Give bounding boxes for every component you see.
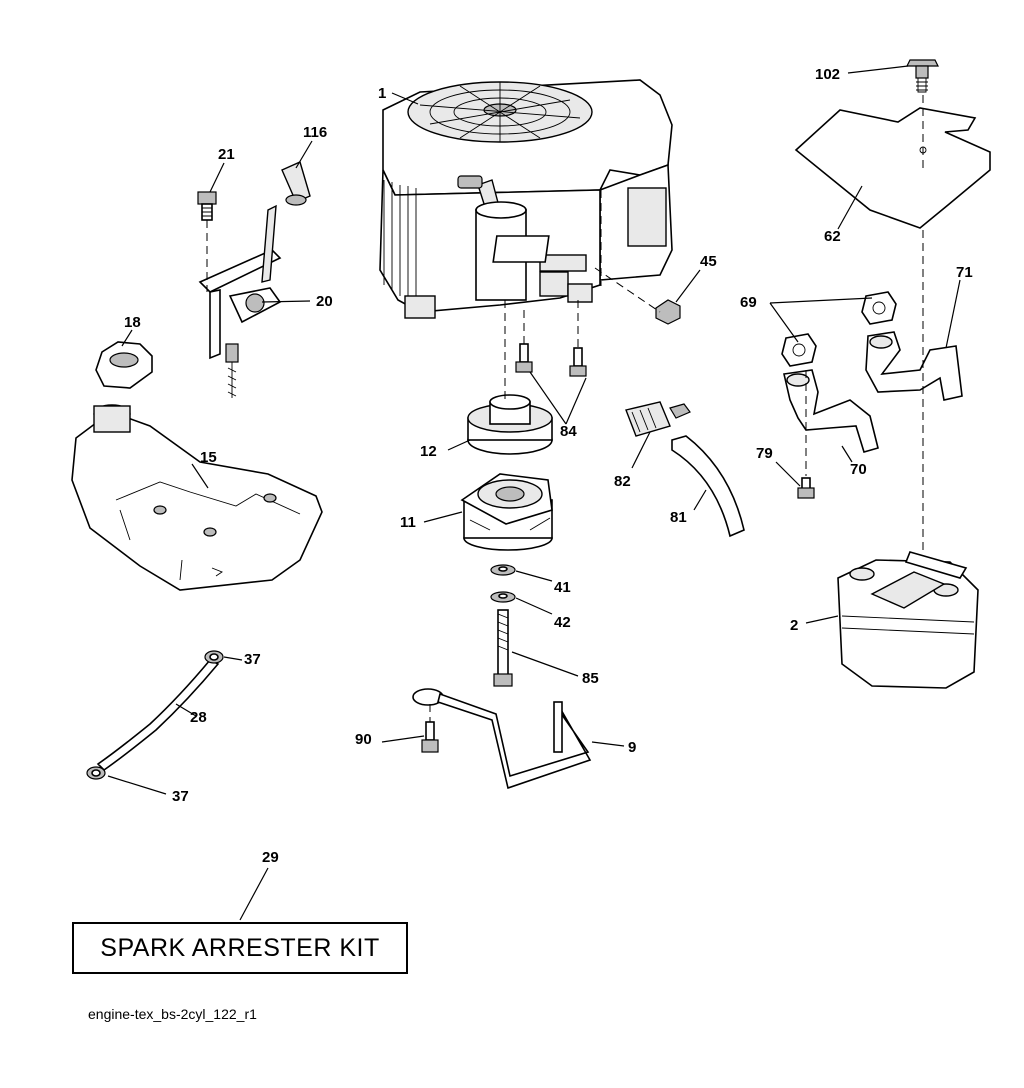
fuel-cap-18	[95, 341, 153, 389]
callout-37-top: 37	[244, 651, 261, 668]
bolt-79	[797, 477, 815, 499]
callout-79: 79	[756, 445, 773, 462]
bolt-90	[421, 721, 439, 753]
knob-116	[281, 161, 311, 206]
callout-70: 70	[850, 461, 867, 478]
callout-82: 82	[614, 473, 631, 490]
spark-arrester-kit-label: SPARK ARRESTER KIT	[100, 933, 380, 962]
callout-42: 42	[554, 614, 571, 631]
callout-18: 18	[124, 314, 141, 331]
fuel-hose-81	[671, 435, 745, 538]
callout-20: 20	[316, 293, 333, 310]
callout-15: 15	[200, 449, 217, 466]
exhaust-pipe-71	[865, 331, 963, 401]
callout-21: 21	[218, 146, 235, 163]
callout-numbers: 1 102 116 21 62 45 20 18 69 71 84 12 82 …	[124, 66, 973, 866]
callout-45: 45	[700, 253, 717, 270]
fuel-tank-15	[71, 404, 323, 591]
callout-11: 11	[400, 514, 416, 531]
heat-shield-62	[794, 107, 991, 229]
fuel-filter-82	[625, 401, 691, 437]
bolts-84	[515, 343, 587, 377]
callout-12: 12	[420, 443, 437, 460]
callout-37-bottom: 37	[172, 788, 189, 805]
callout-90: 90	[355, 731, 372, 748]
wing-knob-102	[906, 59, 939, 93]
clamp-37-top	[204, 650, 224, 664]
callout-9: 9	[628, 739, 636, 756]
callout-85: 85	[582, 670, 599, 687]
muffler-2	[837, 551, 979, 689]
pulley-12	[467, 394, 553, 455]
washers	[490, 564, 516, 603]
engine	[379, 79, 673, 319]
bolt-85	[493, 609, 513, 687]
bolt-21	[197, 191, 217, 221]
callout-81: 81	[670, 509, 687, 526]
clutch-11	[460, 473, 553, 551]
exhaust-pipe-70	[783, 369, 879, 453]
callout-41: 41	[554, 579, 571, 596]
leader-lines	[107, 65, 961, 921]
center-lines	[206, 95, 924, 722]
callout-28: 28	[190, 709, 207, 726]
gaskets-69	[781, 291, 897, 367]
spark-arrester-kit-box: SPARK ARRESTER KIT	[72, 922, 408, 974]
callout-71: 71	[956, 264, 973, 281]
callout-2: 2	[790, 617, 798, 634]
callout-84: 84	[560, 423, 577, 440]
callout-69: 69	[740, 294, 757, 311]
rod-9	[412, 688, 592, 790]
callout-29: 29	[262, 849, 279, 866]
callout-116: 116	[303, 124, 327, 141]
callout-1: 1	[378, 85, 386, 102]
callout-62: 62	[824, 228, 841, 245]
callout-102: 102	[815, 66, 840, 83]
figure-code: engine-tex_bs-2cyl_122_r1	[88, 1006, 257, 1022]
clamp-37-bottom	[86, 766, 106, 780]
nut-45	[655, 299, 681, 325]
